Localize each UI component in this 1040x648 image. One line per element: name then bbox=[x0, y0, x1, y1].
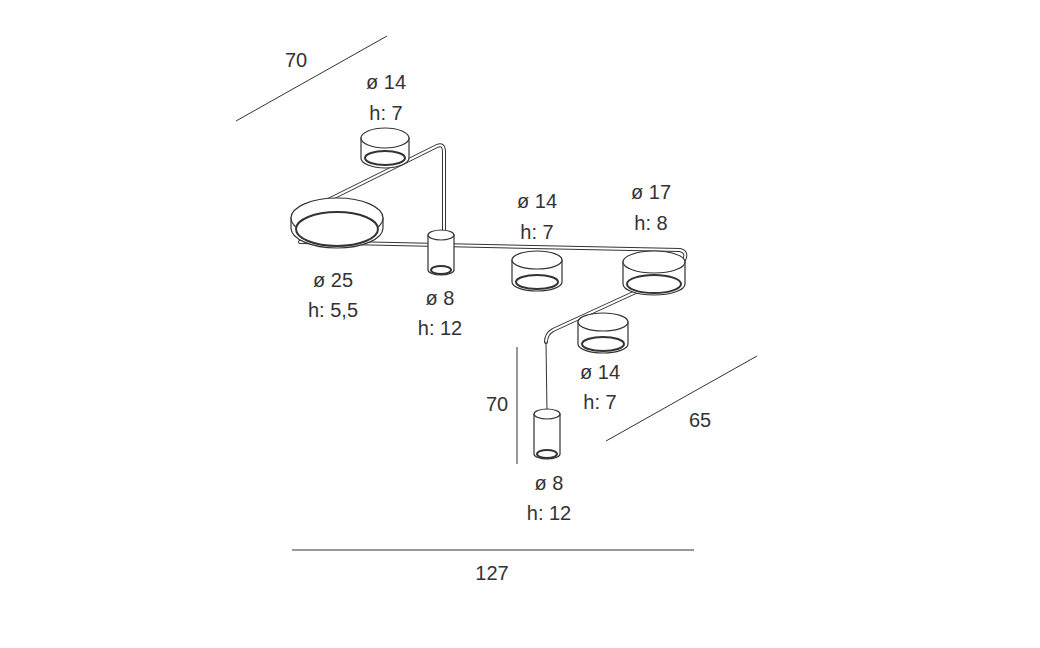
height-label: h: 12 bbox=[418, 317, 462, 339]
lens bbox=[516, 275, 558, 289]
diameter-label: ø 14 bbox=[366, 71, 406, 93]
diameter-label: h: 12 bbox=[527, 502, 571, 524]
lamp-head bbox=[534, 414, 560, 459]
height-label: h: 5,5 bbox=[308, 299, 358, 321]
dimension-line bbox=[292, 550, 694, 551]
cable bbox=[546, 342, 547, 412]
diameter-label: ø 14 bbox=[580, 361, 620, 383]
height-label: h: 8 bbox=[634, 212, 667, 234]
dimension-value: 70 bbox=[486, 393, 508, 415]
dimension-line bbox=[517, 347, 518, 464]
lamp-head bbox=[428, 230, 454, 240]
lamp-head bbox=[623, 251, 685, 273]
lamp-heads bbox=[291, 128, 685, 459]
lens bbox=[431, 266, 451, 274]
dimension-value: 127 bbox=[475, 562, 508, 584]
height-label: h: 7 bbox=[583, 391, 616, 413]
height-label: ø 8 bbox=[535, 472, 564, 494]
lamp-head bbox=[534, 409, 560, 419]
height-label: h: 7 bbox=[369, 102, 402, 124]
height-label: h: 7 bbox=[520, 221, 553, 243]
lens bbox=[582, 337, 624, 351]
lens bbox=[365, 151, 405, 165]
lamp-head bbox=[578, 313, 628, 331]
dimension-value: 65 bbox=[689, 409, 711, 431]
lens bbox=[537, 450, 557, 458]
lamp-head bbox=[361, 128, 409, 148]
dimension-lines bbox=[236, 36, 757, 550]
dimension-line bbox=[236, 36, 387, 121]
lamp-head bbox=[512, 251, 562, 269]
dimension-line bbox=[606, 356, 757, 441]
lamp-head bbox=[428, 235, 454, 275]
diameter-label: ø 14 bbox=[517, 190, 557, 212]
lamp-arms bbox=[300, 145, 685, 412]
lens bbox=[296, 212, 378, 246]
dimension-value: 70 bbox=[285, 49, 307, 71]
lens bbox=[627, 275, 681, 293]
diameter-label: ø 17 bbox=[631, 181, 671, 203]
diameter-label: ø 25 bbox=[313, 269, 353, 291]
diameter-label: ø 8 bbox=[426, 287, 455, 309]
